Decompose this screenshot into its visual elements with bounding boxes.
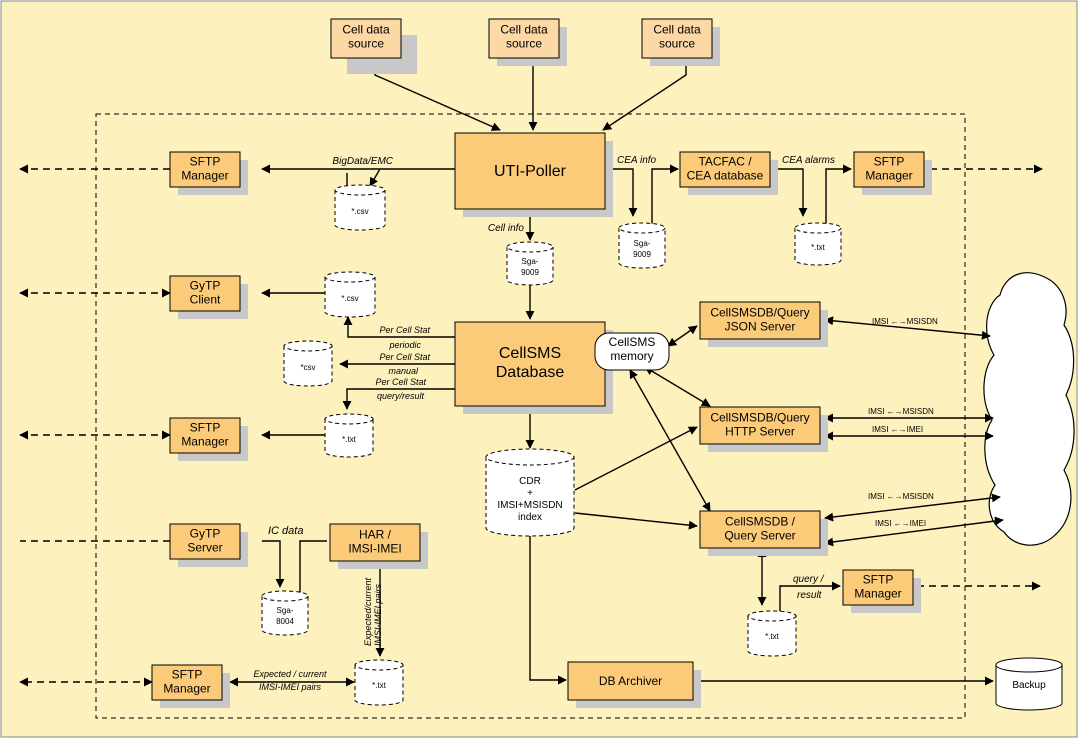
label-ic-data: IC data [268,525,303,537]
connector-labels: BigData/EMC CEA info CEA alarms Cell inf… [253,155,938,692]
label-stat-periodic-2: periodic [388,340,421,350]
label-json-msisdn: IMSI ←→MSISDN [872,317,938,326]
cylinder-backup-text: Backup [1012,680,1046,691]
box-query-server: CellSMSDB /Query Server [699,510,828,556]
cylinder-csv-top: *.csv [334,184,386,231]
cylinder-sga-9009-cell: Sga-9009 [506,241,554,286]
cylinder-sga-8004-text: Sga-8004 [276,606,294,626]
label-expected-horizontal-2: IMSI-IMEI pairs [259,682,322,692]
label-query-result-1: query / [793,574,825,585]
cylinder-txt-query-text: *.txt [765,632,780,641]
label-expected-vertical-1: Expected/current [363,577,373,646]
cylinder-sga-9009-tacfac-text: Sga-9009 [633,239,651,259]
cylinder-txt-top-right: *.txt [794,222,842,266]
cylinder-csv-stat-text: *csv [300,363,315,372]
cylinder-sga-8004: Sga-8004 [261,590,309,636]
label-cea-info: CEA info [617,155,657,166]
cylinder-txt-har: *.txt [354,659,404,706]
label-cea-alarms: CEA alarms [782,155,835,166]
cylinder-txt-query: *.txt [747,610,797,657]
cylinder-txt-stat: *.txt [324,413,374,458]
label-stat-manual-2: manual [388,366,419,376]
label-bigdata-emc: BigData/EMC [332,156,393,167]
cylinder-txt-top-right-text: *.txt [811,243,826,252]
cylinder-txt-har-text: *.txt [372,681,387,690]
cylinder-backup: Backup [995,657,1063,711]
box-tacfac-cea-database-text: TACFAC /CEA database [687,155,764,183]
cylinder-csv-gytp: *.csv [324,271,376,318]
cylinder-csv-gytp-text: *.csv [341,294,358,303]
box-db-archiver: DB Archiver [567,661,701,708]
label-query-result-2: result [797,590,823,601]
box-db-archiver-text: DB Archiver [599,674,662,688]
label-cell-info: Cell info [488,223,525,234]
label-expected-vertical-2: IMSI-IMEI pairs [373,583,383,646]
box-uti-poller-text: UTI-Poller [494,163,567,180]
box-har-imsi-imei-text: HAR /IMSI-IMEI [348,528,401,556]
label-query-imei: IMSI ←→IMEI [875,519,926,528]
external-network-cloud [983,272,1075,546]
box-har-imsi-imei: HAR /IMSI-IMEI [329,523,428,569]
label-stat-manual-1: Per Cell Stat [379,352,430,362]
cylinder-txt-stat-text: *.txt [342,435,357,444]
cylinder-sga-9009-cell-text: Sga-9009 [521,257,539,277]
label-query-msisdn: IMSI ←→MSISDN [868,492,934,501]
label-stat-query-2: query/result [377,391,425,401]
box-uti-poller: UTI-Poller [454,132,613,217]
label-http-msisdn: IMSI ←→MSISDN [868,407,934,416]
box-query-server-text: CellSMSDB /Query Server [724,515,795,543]
cylinder-csv-top-text: *.csv [351,207,368,216]
label-expected-horizontal-1: Expected / current [253,669,327,679]
label-stat-query-1: Per Cell Stat [375,377,426,387]
box-tacfac-cea-database: TACFAC /CEA database [679,151,778,195]
cylinder-csv-stat: *csv [283,340,333,387]
label-stat-periodic-1: Per Cell Stat [379,325,430,335]
cylinder-sga-9009-tacfac: Sga-9009 [618,222,666,269]
label-http-imei: IMSI ←→IMEI [872,425,923,434]
